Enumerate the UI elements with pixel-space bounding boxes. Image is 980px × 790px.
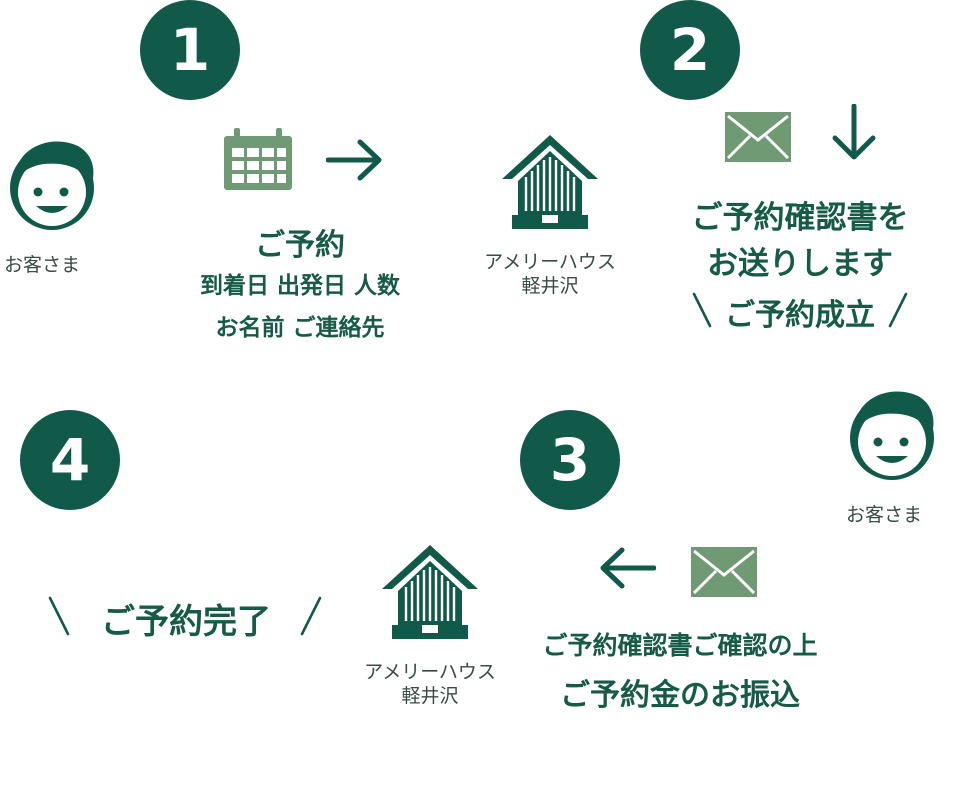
slash-left-icon	[48, 596, 70, 636]
customer-label-top: お客さま	[4, 254, 81, 276]
house-label-top: アメリーハウス 軽井沢	[468, 250, 632, 298]
arrow-left-icon	[598, 546, 657, 594]
house-label-line2: 軽井沢	[401, 685, 459, 707]
slash-left-icon	[692, 292, 712, 328]
step-1-badge: 1	[140, 0, 240, 100]
step2-line1: ご予約確認書を	[691, 200, 909, 236]
arrow-right-icon	[325, 138, 384, 186]
house-icon	[500, 133, 600, 235]
calendar-icon	[222, 128, 294, 196]
step3-line2: ご予約金のお振込	[560, 678, 800, 713]
step-2-badge: 2	[640, 0, 740, 100]
customer-label-right: お客さま	[846, 504, 923, 526]
step2-result: ご予約成立	[725, 298, 875, 333]
step-4-badge: 4	[20, 410, 120, 510]
step2-line2: お送りします	[707, 246, 893, 282]
house-label-bottom: アメリーハウス 軽井沢	[348, 660, 512, 708]
envelope-icon	[725, 112, 791, 166]
customer-right	[840, 378, 944, 486]
arrow-down-icon	[830, 103, 878, 166]
step2-result-row: ご予約成立	[690, 290, 910, 333]
customer-face-icon	[10, 141, 94, 230]
step3-line1: ご予約確認書ご確認の上	[542, 631, 818, 660]
customer-top-left	[0, 128, 104, 236]
house-label-line1: アメリーハウス	[484, 251, 616, 273]
step4-result: ご予約完了	[101, 602, 271, 642]
step4-result-row: ご予約完了	[46, 594, 326, 642]
step1-line1: 到着日 出発日 人数	[199, 273, 400, 299]
house-icon	[380, 543, 480, 645]
slash-right-icon	[888, 292, 908, 328]
step1-line2: お名前 ご連絡先	[215, 315, 385, 341]
house-label-line1: アメリーハウス	[364, 661, 496, 683]
house-label-line2: 軽井沢	[521, 275, 579, 297]
step1-title: ご予約	[255, 228, 345, 263]
slash-right-icon	[300, 596, 322, 636]
envelope-icon	[691, 547, 757, 601]
customer-face-icon	[850, 391, 934, 480]
step-3-badge: 3	[520, 410, 620, 510]
